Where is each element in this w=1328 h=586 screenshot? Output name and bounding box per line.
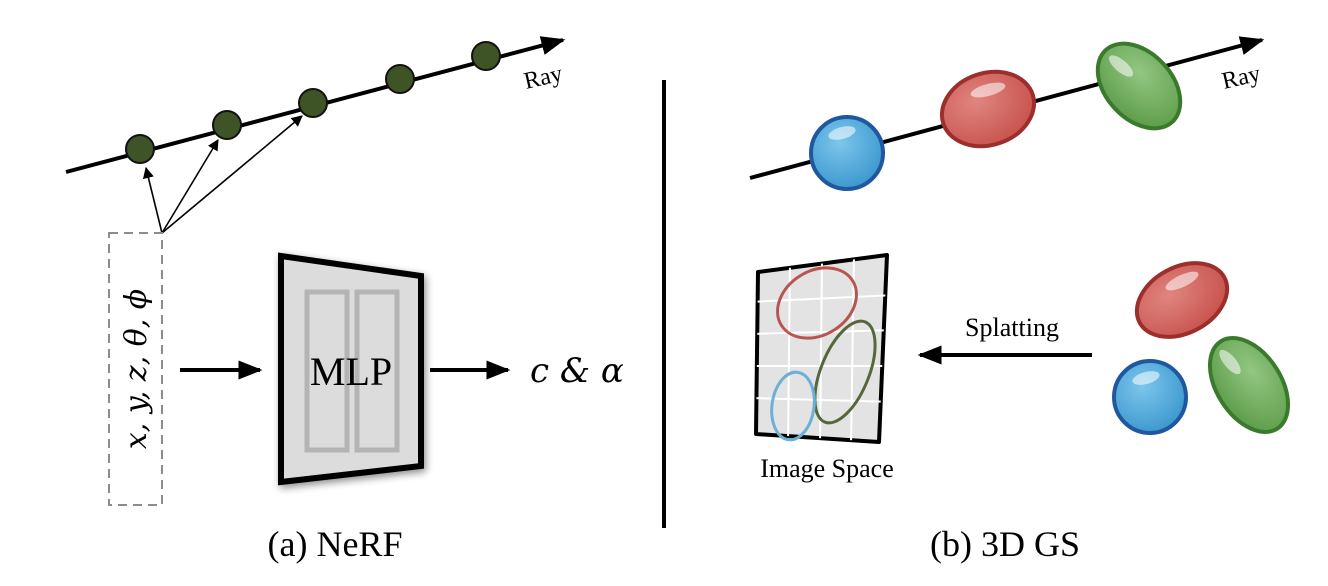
nerf-panel: Ray x, y, z, θ, ϕ MLP c & α (a) NeRF [65, 36, 624, 564]
output-label: c & α [530, 351, 624, 391]
gaussian-green-cluster [1207, 336, 1291, 434]
nerf-caption: (a) NeRF [268, 524, 403, 564]
sample-point-2 [212, 110, 242, 140]
query-arrow-1 [142, 166, 163, 234]
sample-point-5 [471, 41, 501, 71]
query-arrows [142, 115, 303, 234]
mlp-block [278, 252, 424, 486]
splat-ellipse-green [813, 319, 877, 425]
gs-ray-label: Ray [1220, 61, 1264, 95]
gaussian-green-on-ray [1095, 41, 1183, 131]
mlp-layer-1 [304, 289, 350, 453]
gaussian-blue-on-ray [809, 115, 885, 191]
image-space-grid [754, 253, 889, 444]
query-arrow-3 [161, 115, 303, 234]
splat-ellipse-red [776, 266, 858, 340]
nerf-ray-label: Ray [522, 61, 566, 95]
query-arrow-2 [161, 139, 219, 234]
mlp-label: MLP [310, 349, 392, 394]
gaussian-red-on-ray [939, 69, 1037, 149]
sample-point-3 [298, 88, 328, 118]
gaussian-red-cluster [1134, 261, 1230, 339]
gaussian-blue-cluster [1112, 359, 1188, 435]
gs-panel: Ray Image Space Splatting [749, 36, 1291, 564]
sample-point-4 [385, 64, 415, 94]
input-coordinates-label: x, y, z, θ, ϕ [119, 289, 154, 450]
input-box [108, 232, 163, 506]
gs-caption: (b) 3D GS [930, 524, 1080, 564]
mlp-layer-2 [354, 289, 400, 453]
nerf-sample-points [125, 41, 501, 164]
splat-ellipse-blue [770, 370, 816, 442]
image-space-label: Image Space [760, 454, 894, 483]
splatting-label: Splatting [965, 313, 1059, 342]
sample-point-1 [125, 134, 155, 164]
